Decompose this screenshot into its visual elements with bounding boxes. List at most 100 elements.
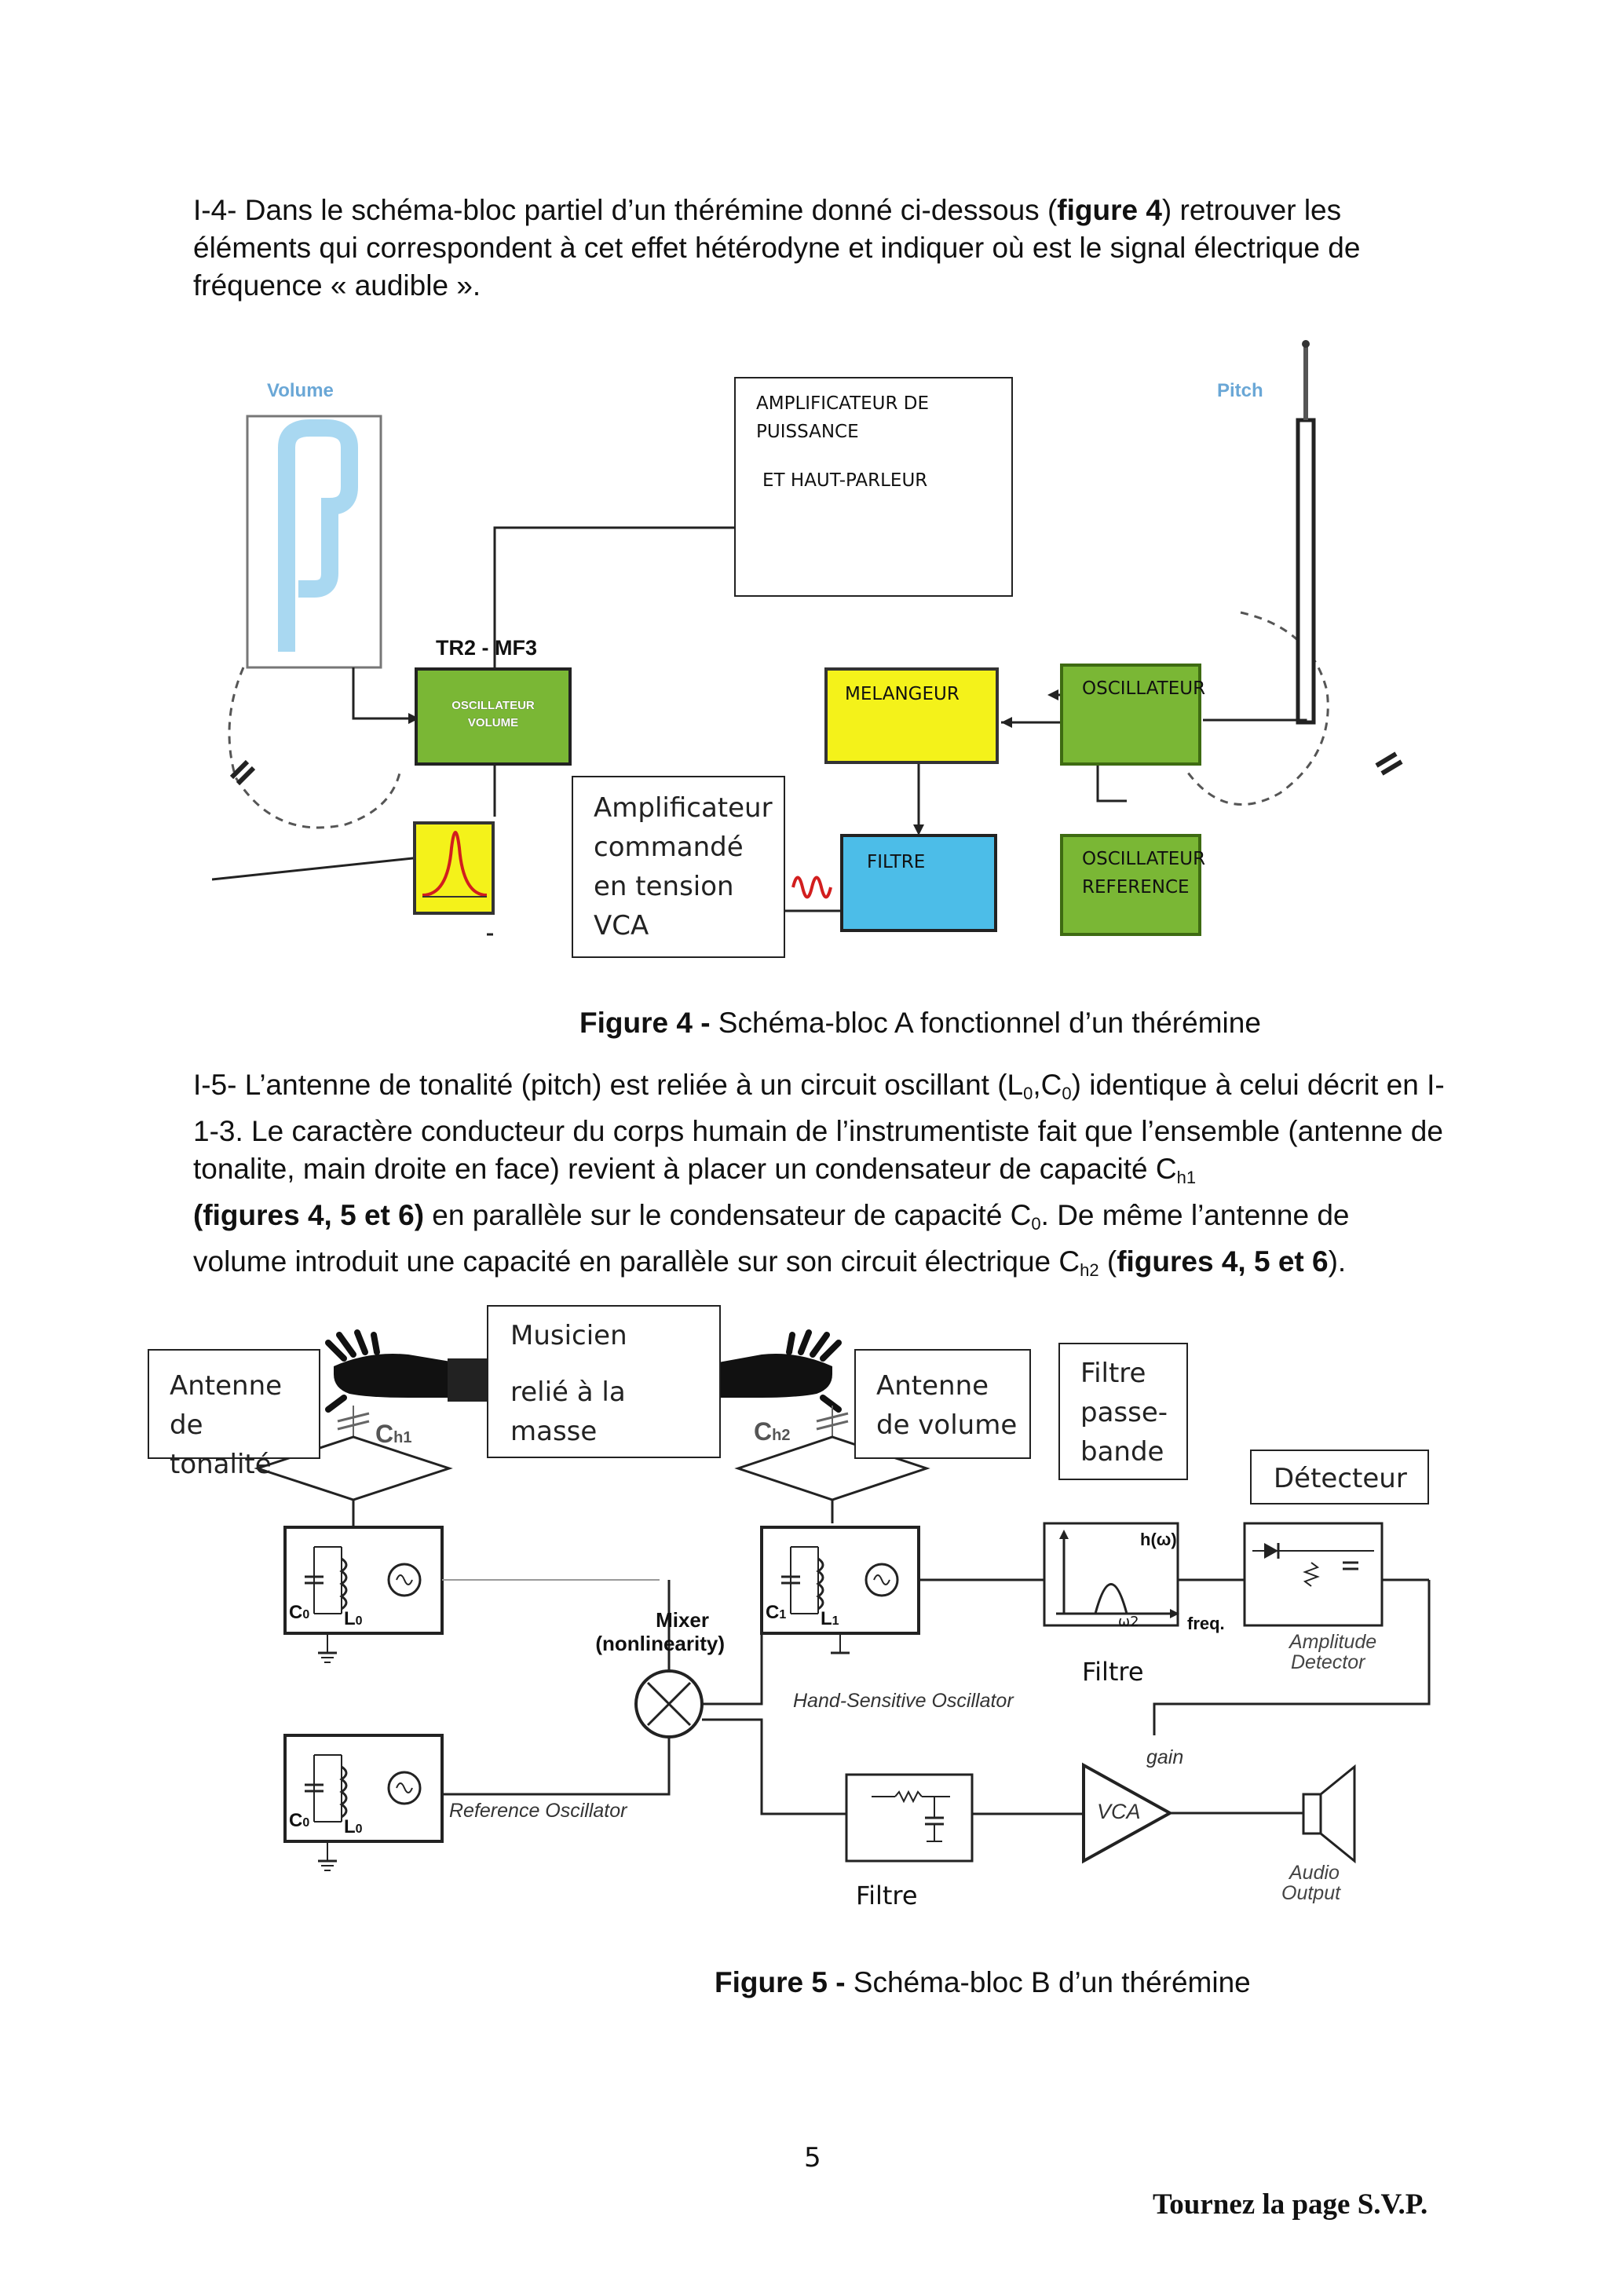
vca-line1: Amplificateur [594, 792, 773, 824]
figure-4: Volume Pitch TR2 - MF3 OSCILLATEUR VOLUM… [212, 330, 1437, 982]
detecteur-box: Détecteur [1250, 1450, 1429, 1504]
filtre-label: FILTRE [867, 852, 926, 872]
figure-5-wiring [254, 1329, 1431, 1871]
antenne-volume-l1: Antenne [876, 1370, 989, 1402]
ch2-c: C [754, 1417, 773, 1446]
l0-bottom-sub: 0 [355, 1823, 363, 1836]
amplificateur-box: AMPLIFICATEUR DE PUISSANCE ET HAUT-PARLE… [734, 377, 1013, 597]
c0-top-sub: 0 [302, 1608, 310, 1621]
filtre-top-label: Filtre [1082, 1657, 1144, 1687]
q15-sub-3: h1 [1176, 1168, 1197, 1187]
oscillateur-volume-block: OSCILLATEUR VOLUME [415, 667, 572, 766]
figure-5-caption: Figure 5 - Schéma-bloc B d’un thérémine [715, 1966, 1251, 1999]
audio-output-label: Audio Output [1281, 1863, 1340, 1903]
l1-label: L1 [821, 1608, 839, 1630]
q15-text-1: I-5- L’antenne de tonalité (pitch) est r… [193, 1069, 1024, 1101]
c0-bottom-label: C0 [289, 1810, 309, 1832]
question-i5: I-5- L’antenne de tonalité (pitch) est r… [193, 1066, 1449, 1289]
musicien-box: Musicien relié à la masse par les pieds [487, 1305, 721, 1458]
q15-text-4: en parallèle sur le condensateur de capa… [424, 1199, 1032, 1231]
q15-sub-2: 0 [1062, 1084, 1072, 1103]
ch2-label: Ch2 [754, 1417, 790, 1446]
tr2-label: TR2 - MF3 [436, 636, 538, 660]
c0-top-c: C [289, 1602, 303, 1623]
fig4-caption-bold: Figure 4 - [579, 1007, 711, 1039]
page-number: 5 [804, 2142, 821, 2174]
amp-det-l1: Amplitude [1289, 1631, 1377, 1653]
l0-top-l: L [344, 1608, 356, 1629]
ch1-c: C [375, 1420, 394, 1448]
l1-sub: 1 [832, 1614, 839, 1628]
l0-bottom-label: L0 [344, 1816, 363, 1838]
amp-line2: PUISSANCE [756, 422, 859, 442]
audio-l2: Output [1281, 1882, 1341, 1904]
antenne-volume-box: Antenne de volume [854, 1349, 1031, 1459]
q15-sub-5: h2 [1080, 1260, 1099, 1280]
l0-top-label: L0 [344, 1608, 363, 1630]
q15-sub-4: 0 [1031, 1214, 1041, 1234]
ch1-label: Ch1 [375, 1420, 411, 1449]
melangeur-label: MELANGEUR [845, 684, 960, 704]
antenne-tonalite-l1: Antenne de [170, 1370, 283, 1441]
q15-text-5: . De même l’antenne de volume introduit … [193, 1199, 1350, 1278]
l0-top-sub: 0 [355, 1614, 363, 1628]
mixer-l1: Mixer [656, 1608, 709, 1632]
osc-volume-line2: VOLUME [467, 716, 519, 729]
gain-label: gain [1146, 1746, 1184, 1768]
antenne-tonalite-box: Antenne de tonalité [148, 1349, 320, 1480]
tournez-la-page: Tournez la page S.V.P. [1153, 2188, 1428, 2221]
mixer-label: Mixer (nonlinearity) [589, 1608, 797, 1655]
h-omega-label: h(ω) [1140, 1530, 1177, 1549]
q15-text-3: ) identique à celui décrit en I-1-3. Le … [193, 1069, 1445, 1185]
antenne-volume-l2: de volume [876, 1409, 1018, 1441]
c1-label: C1 [766, 1602, 786, 1624]
amp-line1: AMPLIFICATEUR DE [756, 393, 930, 414]
q15-text-6: ( [1098, 1245, 1117, 1278]
figure-4-caption: Figure 4 - Schéma-bloc A fonctionnel d’u… [579, 1007, 1261, 1040]
ch1-sub: h1 [393, 1429, 412, 1446]
musicien-l2: relié à la masse [510, 1377, 626, 1447]
volume-label: Volume [267, 380, 334, 401]
mixer-l2: (nonlinearity) [595, 1632, 725, 1655]
detecteur-label: Détecteur [1274, 1463, 1407, 1494]
filtre-bottom-label: Filtre [856, 1881, 918, 1910]
vca-line2: commandé [594, 832, 744, 863]
l0-bottom-l: L [344, 1816, 356, 1837]
melangeur-block: MELANGEUR [824, 667, 999, 764]
figure-5: Antenne de tonalité Musicien relié à la … [141, 1296, 1460, 1940]
reference-oscillator-label: Reference Oscillator [449, 1800, 627, 1822]
hand-sensitive-oscillator-label: Hand-Sensitive Oscillator [793, 1690, 1014, 1712]
pitch-label: Pitch [1217, 380, 1263, 401]
filtre-block: FILTRE [840, 834, 997, 932]
freq-label: freq. [1187, 1614, 1225, 1633]
osc-volume-line1: OSCILLATEUR [451, 699, 535, 712]
c0-top-label: C0 [289, 1602, 309, 1624]
vca-line4: VCA [594, 910, 649, 941]
q15-text-2: ,C [1033, 1069, 1062, 1101]
antenne-tonalite-l2: tonalité [170, 1449, 272, 1480]
fig5-caption-bold: Figure 5 - [715, 1966, 846, 1998]
osc-ref-line1: OSCILLATEUR [1082, 849, 1206, 869]
amp-det-l2: Detector [1291, 1651, 1365, 1673]
vca-label: VCA [1097, 1800, 1141, 1823]
oscillateur-reference-block: OSCILLATEUR REFERENCE [1060, 834, 1206, 936]
ch2-sub: h2 [772, 1427, 791, 1444]
q15-text-7: ). [1328, 1245, 1347, 1278]
q15-bold-2: figures 4, 5 et 6 [1117, 1245, 1329, 1278]
oscillateur-block: OSCILLATEUR [1060, 664, 1205, 766]
q14-suffix: ) retrouver les éléments qui corresponde… [193, 194, 1361, 302]
musicien-l1: Musicien [510, 1320, 627, 1351]
question-i4: I-4- Dans le schéma-bloc partiel d’un th… [193, 192, 1449, 305]
q15-sub-1: 0 [1023, 1084, 1033, 1103]
filtre-passe-bande-box: Filtre passe- bande [1058, 1343, 1188, 1480]
fig5-caption-text: Schéma-bloc B d’un thérémine [845, 1966, 1251, 1998]
fig4-caption-text: Schéma-bloc A fonctionnel d’un thérémine [710, 1007, 1261, 1039]
c1-sub: 1 [779, 1608, 787, 1621]
filtre-pb-l3: bande [1080, 1436, 1164, 1468]
l1-l: L [821, 1608, 832, 1629]
q15-bold-1: (figures 4, 5 et 6) [193, 1199, 425, 1231]
vca-box: Amplificateur commandé en tension VCA [572, 776, 785, 958]
amplitude-detector-label: Amplitude Detector [1289, 1632, 1376, 1673]
q14-prefix: I-4- Dans le schéma-bloc partiel d’un th… [193, 194, 1058, 226]
osc-ref-line2: REFERENCE [1082, 877, 1190, 898]
